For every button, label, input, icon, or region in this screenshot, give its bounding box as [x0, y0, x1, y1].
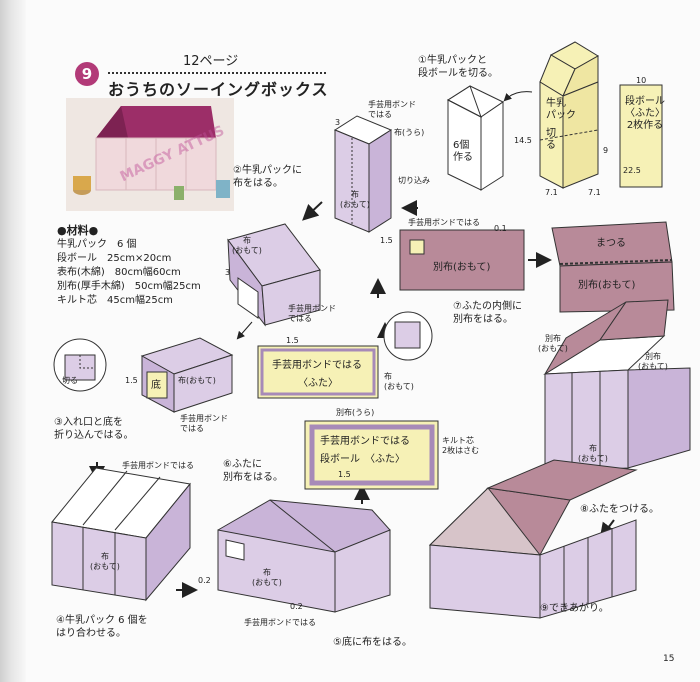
materials-heading: ●材料●	[57, 224, 99, 237]
material-item: 別布(厚手木綿) 50cm幅25cm	[57, 281, 201, 292]
page-title: おうちのソーイングボックス	[108, 80, 329, 99]
material-item: 表布(木綿) 80cm幅60cm	[57, 267, 181, 278]
dim-1-5a: 1.5	[380, 236, 393, 245]
label-fabric-front-3: 布(おもて)	[178, 376, 216, 385]
step2-caption: ②牛乳パックに 布をはる。	[233, 165, 302, 189]
label-other-fabric-back: 別布(うら)	[336, 408, 375, 417]
label-glue-apply-4: 手芸用ボンドではる	[122, 461, 194, 470]
dim-1-5d: 1.5	[286, 336, 299, 345]
label-fabric-front-5: 布 (おもて)	[252, 568, 282, 587]
step8-caption: ⑧ふたをつける。	[580, 504, 659, 515]
step5-bottom-fabric	[217, 499, 391, 613]
step2-lying-box	[227, 223, 321, 327]
arrow	[302, 201, 323, 221]
step4-caption: ④牛乳パック 6 個を はり合わせる。	[56, 615, 148, 639]
label-other-fabric-front-7b: 別布(おもて)	[578, 280, 636, 291]
label-quilt: キルト芯 2枚はさむ	[442, 436, 480, 455]
label-cardboard-lid-6: 段ボール 〈ふた〉	[320, 454, 405, 465]
label-fabric-front-8: 布 (おもて)	[578, 444, 608, 463]
step8-attach-lid	[543, 299, 691, 473]
step9-finished-house	[428, 459, 638, 619]
step1-open-carton	[446, 85, 504, 191]
dim-0-2: 0.2	[198, 576, 211, 585]
dim-1-5c: 1.5	[338, 470, 351, 479]
step7-lid-inner-fabric	[399, 229, 525, 291]
material-item: 段ボール 25cm×20cm	[57, 253, 172, 264]
dim-14-5: 14.5	[514, 136, 532, 145]
step9-caption: ⑨できあがり。	[540, 603, 609, 614]
corner-detail-circle	[53, 338, 107, 392]
title-dotted-rule	[108, 72, 326, 74]
label-glue: 手芸用ボンド ではる	[368, 100, 416, 119]
material-item: キルト芯 45cm幅25cm	[57, 295, 173, 306]
step7-sewn-lids	[551, 221, 675, 313]
step3-caption: ③入れ口と底を 折り込んではる。	[54, 417, 134, 441]
label-cut-six: 6個 作る	[453, 140, 473, 163]
step-badge: 9	[75, 62, 99, 86]
label-other-fabric-8a: 別布 (おもて)	[538, 334, 568, 353]
dim-10: 10	[636, 76, 647, 85]
dim-0-1: 0.1	[494, 224, 507, 233]
label-glue-3: 手芸用ボンド ではる	[180, 414, 228, 433]
label-glue-apply-6: 手芸用ボンドではる	[320, 436, 410, 447]
dim-3b: 3	[225, 268, 231, 277]
label-notch: 切り込み	[398, 176, 430, 185]
label-glue-apply-5: 手芸用ボンドではる	[244, 618, 316, 627]
step7-caption: ⑦ふたの内側に 別布をはる。	[453, 301, 522, 325]
label-bottom: 底	[151, 380, 161, 391]
dim-22-5: 22.5	[623, 166, 641, 175]
step6-inner-lid	[257, 345, 379, 399]
step6-caption: ⑥ふたに 別布をはる。	[223, 459, 283, 483]
dim-3a: 3	[335, 118, 341, 127]
house-box-illustration	[66, 98, 234, 211]
label-glue-2: 手芸用ボンド ではる	[288, 304, 336, 323]
label-cardboard-lid: 段ボール 〈ふた〉 2枚作る	[625, 96, 665, 131]
page-reference: 12ページ	[183, 54, 239, 69]
lid-corner-circle	[383, 311, 433, 361]
label-lid: 〈ふた〉	[298, 378, 338, 389]
dim-0-2b: 0.2	[290, 602, 303, 611]
step1-caption: ①牛乳パックと 段ボールを切る。	[418, 55, 498, 79]
label-cut-short: 切る	[62, 376, 78, 385]
label-other-fabric-front-7: 別布(おもて)	[433, 262, 491, 273]
materials-list: 牛乳パック 6 個 段ボール 25cm×20cm 表布(木綿) 80cm幅60c…	[57, 238, 201, 308]
label-milk-pack: 牛乳 パック	[546, 98, 576, 121]
label-fabric-back: 布(うら)	[394, 128, 425, 137]
label-fabric-front-2: 布 (おもて)	[340, 190, 370, 209]
label-glue-apply-6b: 手芸用ボンドではる	[272, 360, 362, 371]
arrow	[503, 91, 533, 102]
dim-1-5b: 1.5	[125, 376, 138, 385]
label-fabric-front-4: 布 (おもて)	[90, 552, 120, 571]
step6-lid	[304, 420, 439, 490]
dim-7-1b: 7.1	[588, 188, 601, 197]
label-fabric-front-2b: 布 (おもて)	[232, 236, 262, 255]
dim-9: 9	[603, 146, 609, 155]
step3-folded-box	[140, 337, 234, 413]
dim-7-1a: 7.1	[545, 188, 558, 197]
arrow	[236, 321, 253, 340]
finished-box-photo: MAGGY ATTUS	[66, 98, 234, 211]
material-item: 牛乳パック 6 個	[57, 239, 137, 250]
label-other-fabric-8b: 別布 (おもて)	[638, 352, 668, 371]
step2-wrapped-carton	[333, 115, 393, 233]
step5-caption: ⑤底に布をはる。	[333, 637, 412, 648]
label-glue-apply-7: 手芸用ボンドではる	[408, 218, 480, 227]
label-fabric-6b: 布 (おもて)	[384, 372, 414, 391]
milk-carton	[539, 41, 599, 189]
book-spine-shadow	[0, 0, 26, 682]
page-number: 15	[663, 654, 675, 664]
cardboard-lid-piece	[619, 84, 663, 188]
step4-joined-cartons	[51, 467, 191, 602]
label-cut: 切 る	[546, 128, 556, 151]
label-matsuru: まつる	[596, 238, 626, 249]
